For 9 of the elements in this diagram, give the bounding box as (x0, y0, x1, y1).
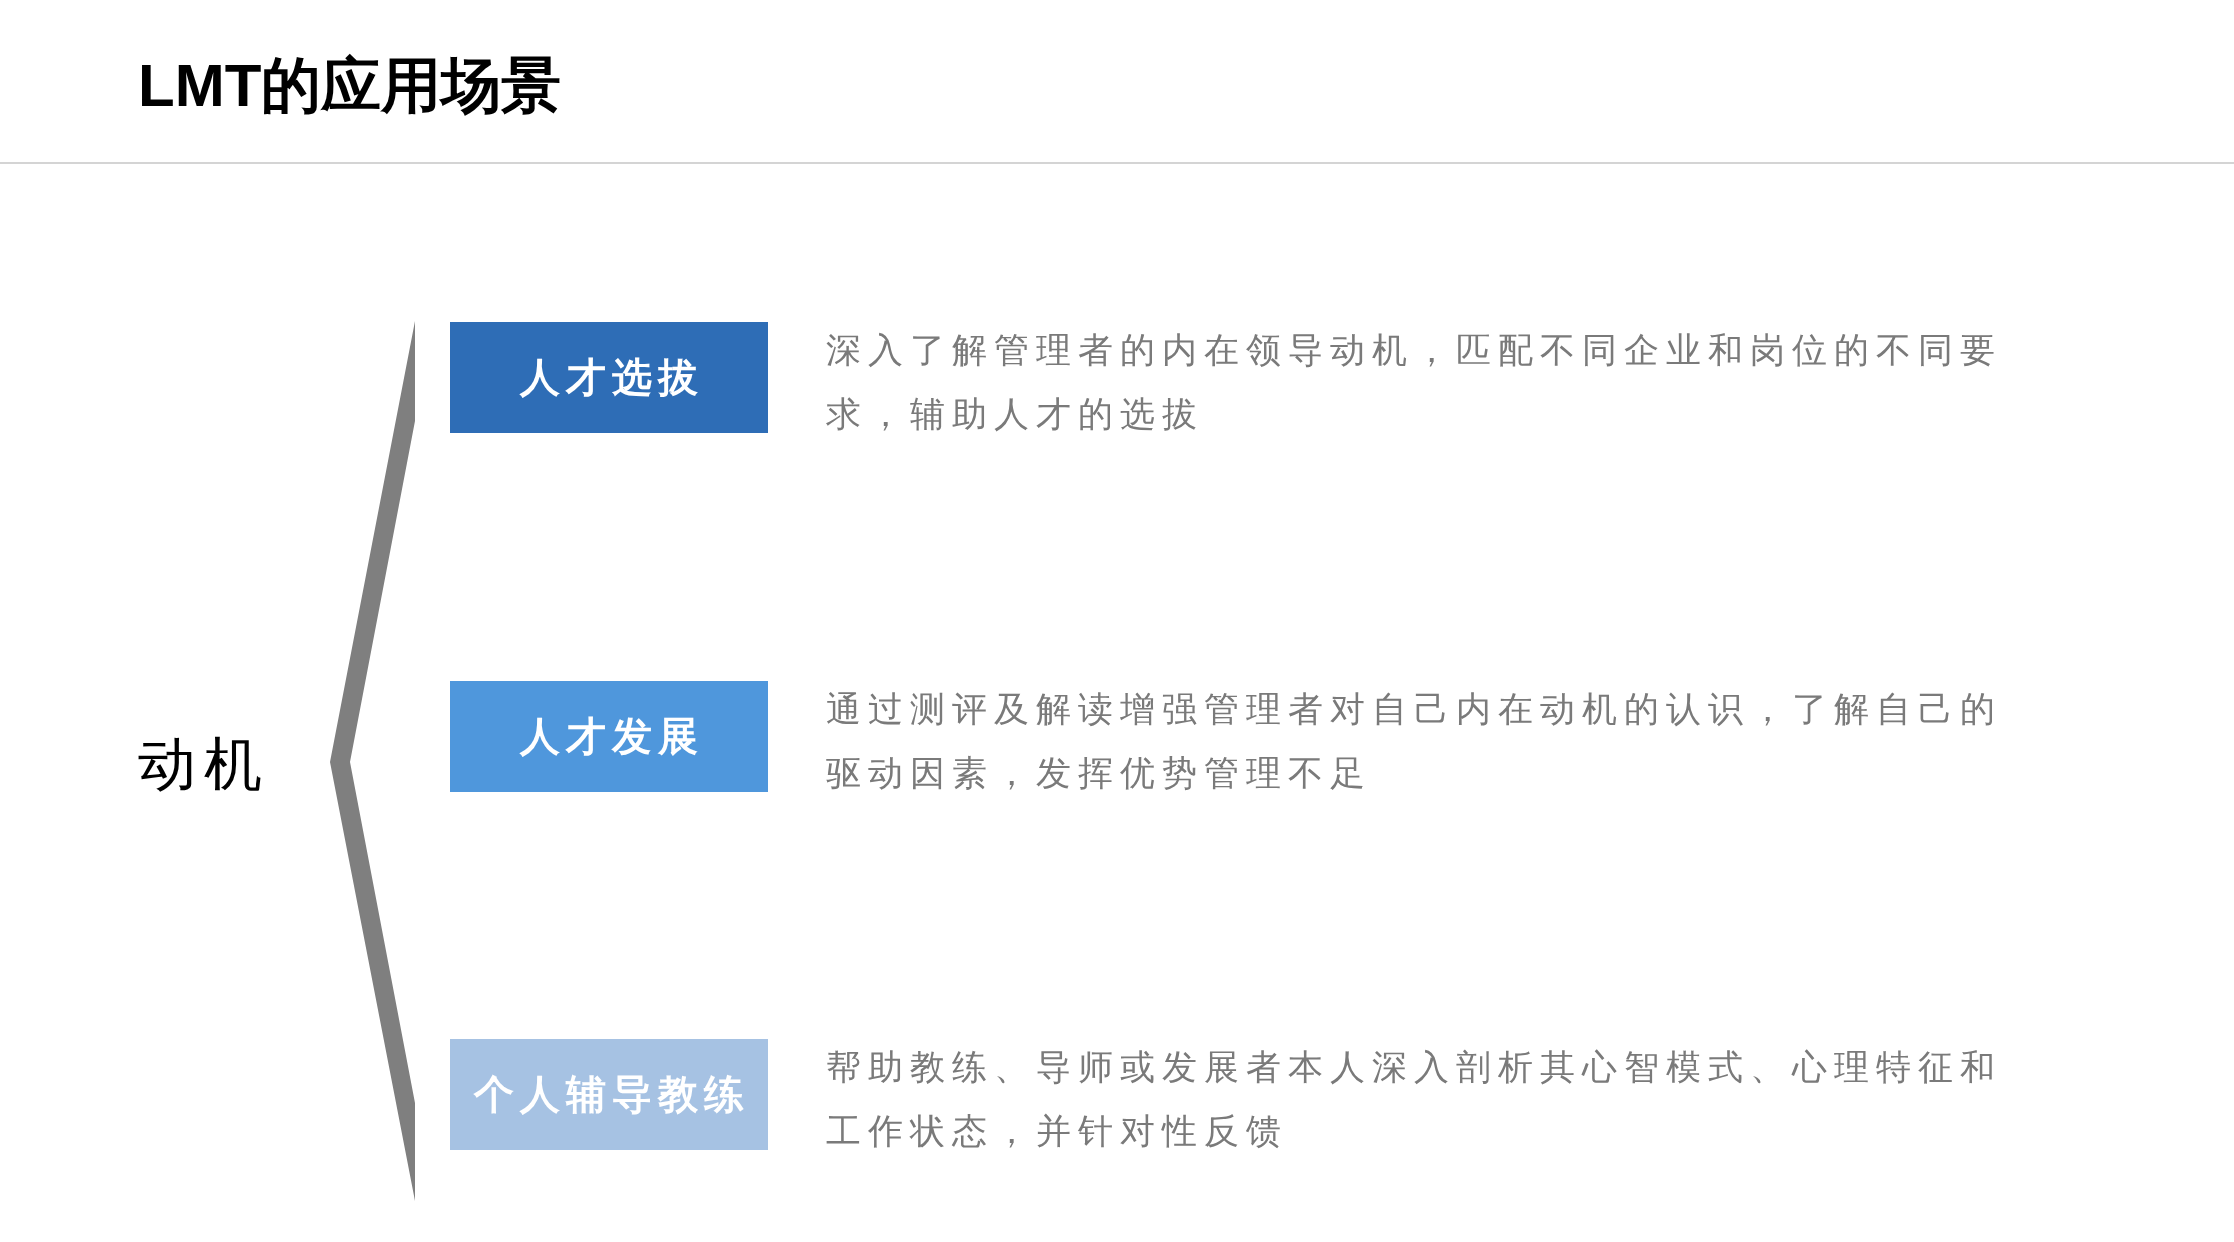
chevron-bracket (330, 321, 416, 1201)
category-box: 人才选拔 (450, 322, 768, 433)
description-text: 通过测评及解读增强管理者对自己内在动机的认识，了解自己的驱动因素，发挥优势管理不足 (826, 688, 2003, 795)
description-text: 深入了解管理者的内在领导动机，匹配不同企业和岗位的不同要求，辅助人才的选拔 (826, 329, 2003, 436)
category-box: 人才发展 (450, 681, 768, 792)
description-text: 帮助教练、导师或发展者本人深入剖析其心智模式、心理特征和工作状态，并针对性反馈 (826, 1046, 2003, 1153)
category-box: 个人辅导教练 (450, 1039, 768, 1150)
side-label: 动机 (138, 729, 270, 800)
title: LMT的应用场景 (138, 51, 562, 121)
